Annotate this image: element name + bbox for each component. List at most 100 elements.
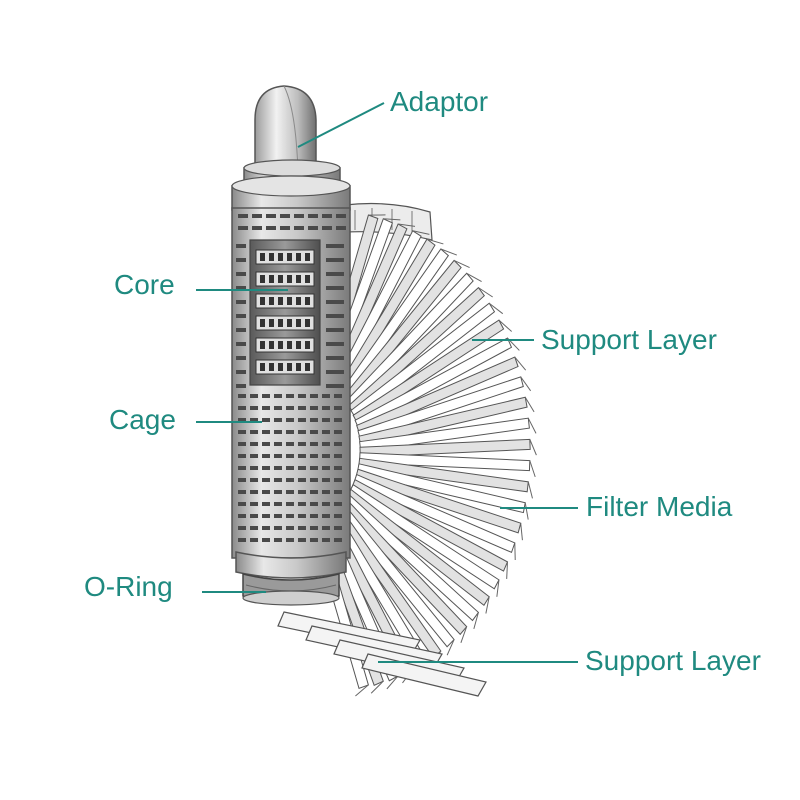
cage-slot	[262, 442, 270, 446]
cage-slot	[280, 226, 290, 230]
cage-slot	[334, 502, 342, 506]
cage-slot	[334, 526, 342, 530]
pleat-edge	[446, 639, 455, 656]
cage-slot	[236, 384, 246, 388]
cage-slot	[250, 430, 258, 434]
cage-slot	[286, 394, 294, 398]
cage-slot	[250, 406, 258, 410]
pleat-edge	[520, 376, 532, 392]
label-core: Core	[114, 269, 175, 300]
cage-slot	[326, 342, 344, 346]
core-slot	[305, 297, 310, 305]
pleat-edge	[355, 684, 369, 697]
cage-slot	[322, 478, 330, 482]
core-slot	[278, 253, 283, 261]
pleat-edge	[529, 460, 536, 478]
cage-slot	[298, 466, 306, 470]
pleat-edge	[453, 259, 470, 269]
cage-slot	[310, 502, 318, 506]
cage-slot	[238, 526, 246, 530]
cage-slot	[286, 490, 294, 494]
cage-slot	[262, 418, 270, 422]
cage-slot	[334, 514, 342, 518]
cage-slot	[274, 514, 282, 518]
cage-slot	[262, 514, 270, 518]
cage-slot	[286, 502, 294, 506]
core-slot	[260, 275, 265, 283]
cage-slot	[250, 514, 258, 518]
cage-slot	[322, 418, 330, 422]
cage-slot	[322, 454, 330, 458]
cage-slot	[236, 356, 246, 360]
cage-slot	[334, 454, 342, 458]
cage-slot	[310, 478, 318, 482]
cage-slot	[286, 538, 294, 542]
cage-slot	[322, 226, 332, 230]
label-filter-media: Filter Media	[586, 491, 733, 522]
cage-slot	[322, 406, 330, 410]
pleat-edge	[383, 218, 401, 221]
pleat-edge	[498, 319, 512, 332]
cage-slot	[334, 490, 342, 494]
pleat-edge	[440, 248, 457, 256]
pleat-edge	[506, 561, 508, 579]
core-slot	[296, 341, 301, 349]
cage-slot	[262, 430, 270, 434]
cage-slot	[322, 490, 330, 494]
cage-slot	[326, 272, 344, 276]
cage-slot	[262, 454, 270, 458]
cage-slot	[322, 502, 330, 506]
core-slot	[278, 363, 283, 371]
cage-slot	[250, 526, 258, 530]
cage-slot	[286, 514, 294, 518]
cage-slot	[238, 502, 246, 506]
cage-slot	[334, 466, 342, 470]
core-slot	[296, 297, 301, 305]
core-slot	[269, 319, 274, 327]
core-slot	[305, 319, 310, 327]
cage-slot	[326, 300, 344, 304]
cage-slot	[298, 514, 306, 518]
cage-slot	[298, 490, 306, 494]
cage-slot	[236, 286, 246, 290]
cage-slot	[310, 526, 318, 530]
core-slot	[296, 319, 301, 327]
cage-slot	[286, 454, 294, 458]
label-support-layer-bottom: Support Layer	[585, 645, 761, 676]
cage-slot	[236, 300, 246, 304]
cage-slot	[286, 430, 294, 434]
pleat-edge	[370, 680, 384, 694]
cage-slot	[250, 502, 258, 506]
cage-slot	[236, 370, 246, 374]
cage-slot	[298, 502, 306, 506]
cage-slot	[322, 526, 330, 530]
core-slot	[269, 363, 274, 371]
cage-slot	[274, 466, 282, 470]
cage-slot	[274, 418, 282, 422]
cage-slot	[334, 406, 342, 410]
core-slot	[278, 319, 283, 327]
cage-slot	[310, 538, 318, 542]
pleat-edge	[527, 481, 533, 499]
cage-slot	[238, 394, 246, 398]
cage-slot	[310, 466, 318, 470]
cartridge-cylinder	[231, 85, 351, 606]
cage-slot	[238, 490, 246, 494]
cage-slot	[238, 514, 246, 518]
cage-slot	[298, 526, 306, 530]
cage-slot	[310, 418, 318, 422]
cage-slot	[334, 442, 342, 446]
core-slot	[260, 319, 265, 327]
cage-slot	[334, 418, 342, 422]
pleat-edge	[496, 579, 500, 597]
core-slot	[296, 253, 301, 261]
cage-slot	[326, 370, 344, 374]
cage-slot	[322, 466, 330, 470]
cage-slot	[250, 466, 258, 470]
cage-slot	[274, 526, 282, 530]
cage-slot	[310, 514, 318, 518]
cage-slot	[266, 226, 276, 230]
cage-slot	[274, 454, 282, 458]
label-o-ring: O-Ring	[84, 571, 173, 602]
